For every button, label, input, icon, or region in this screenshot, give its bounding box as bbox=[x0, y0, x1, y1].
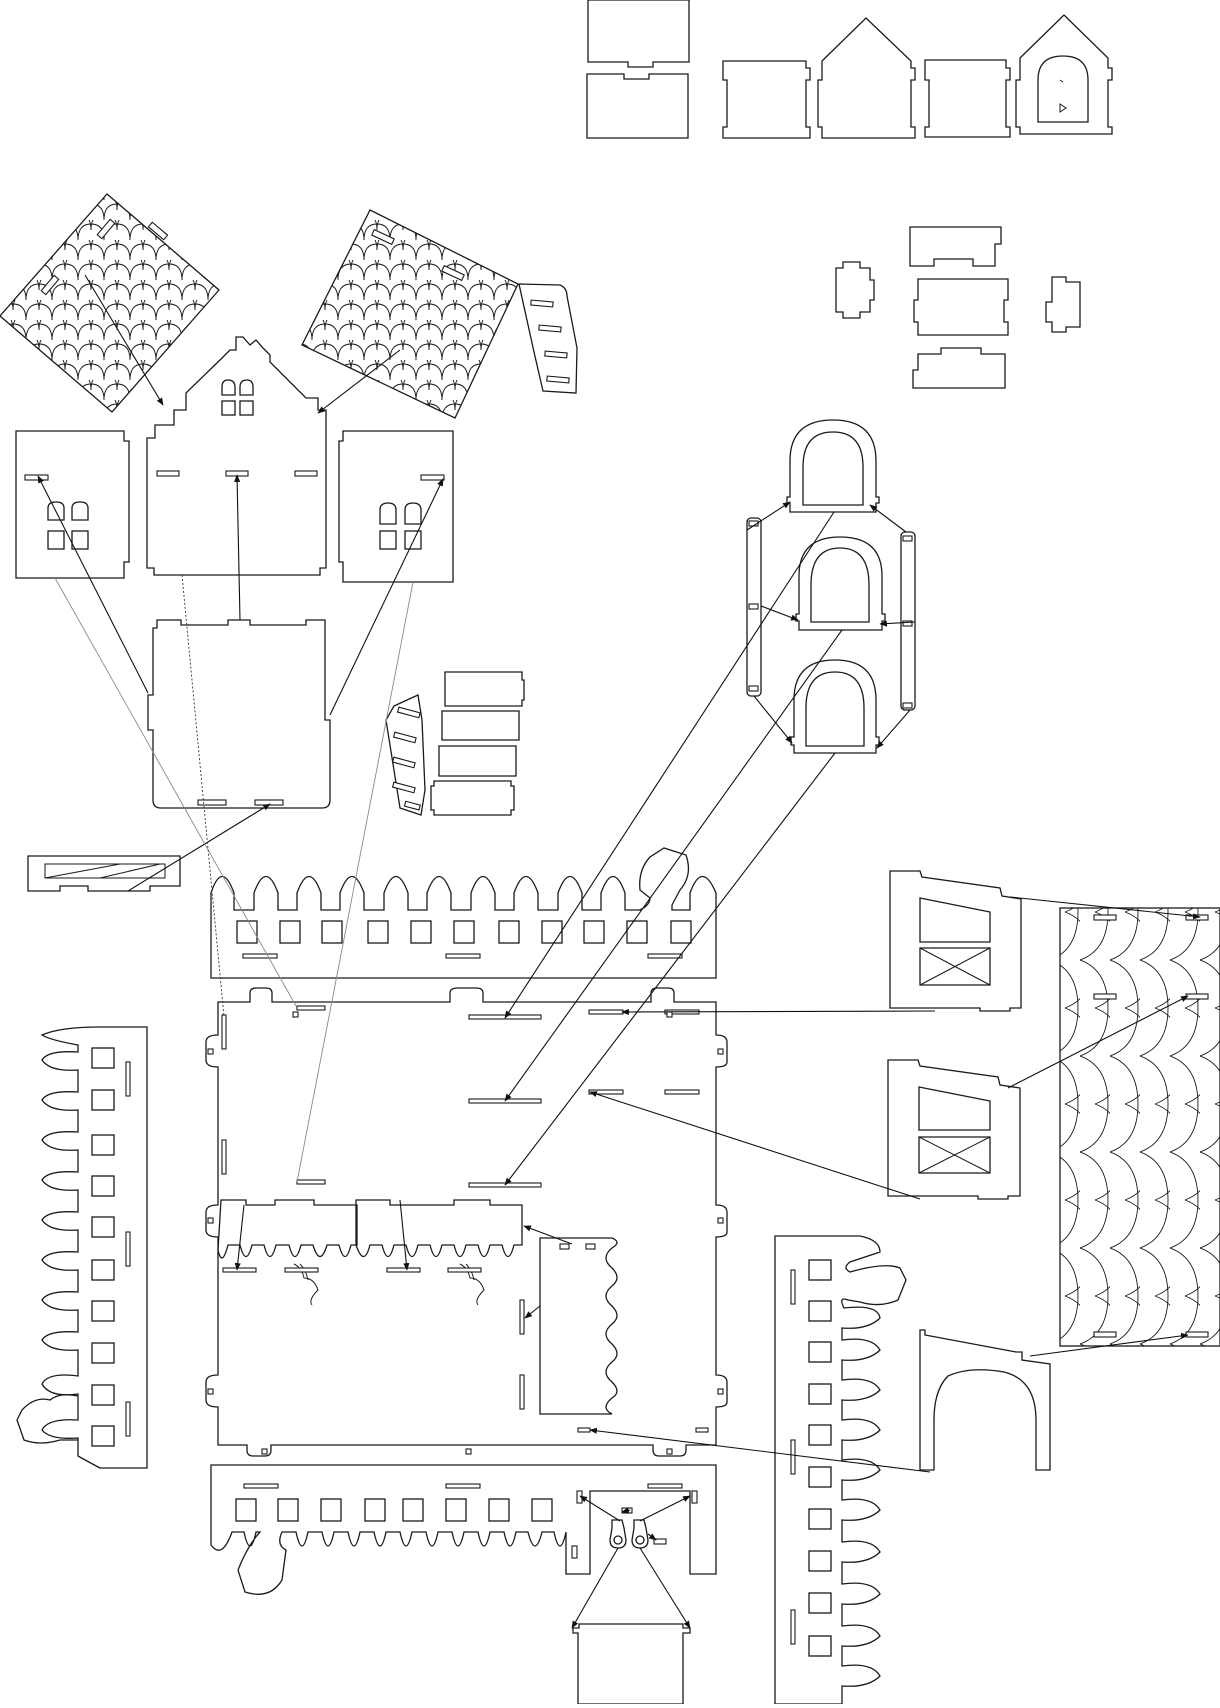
top-box-lid bbox=[586, 0, 690, 139]
small-gable-panel-1 bbox=[817, 17, 916, 139]
alignment-guides bbox=[54, 574, 414, 1183]
gate-side-rails bbox=[746, 517, 916, 711]
ramp-plate bbox=[27, 855, 181, 892]
gate-hinge-parts bbox=[609, 1507, 667, 1549]
battlement-wall-bottom bbox=[210, 1464, 717, 1595]
small-gable-door-panel bbox=[1015, 14, 1113, 135]
castle-base-plate bbox=[205, 987, 728, 1457]
house-side-wall-right bbox=[338, 430, 454, 583]
house-gable-front bbox=[146, 336, 327, 576]
drawbridge-plate bbox=[572, 1623, 691, 1705]
gate-arch-2 bbox=[795, 536, 886, 631]
tower-wall-window-1 bbox=[889, 870, 1022, 1012]
tower-arch-wall bbox=[919, 1329, 1051, 1471]
roof-scale-panel-left bbox=[0, 193, 220, 413]
small-joiner-pieces bbox=[835, 226, 1081, 389]
battlement-wall-right bbox=[774, 1235, 907, 1705]
inner-battlement-strips bbox=[217, 1199, 523, 1306]
house-side-wall-left bbox=[15, 430, 130, 579]
battlement-wall-left bbox=[16, 1026, 148, 1469]
small-wall-panel-1 bbox=[722, 60, 811, 139]
house-floor-plate bbox=[147, 619, 331, 809]
gate-arch-1 bbox=[786, 419, 880, 513]
gate-arch-3 bbox=[790, 659, 880, 754]
roof-scale-panel-right bbox=[301, 209, 519, 419]
small-tower-wall bbox=[519, 1237, 618, 1415]
tower-wall-window-2 bbox=[887, 1059, 1021, 1200]
battlement-wall-top bbox=[210, 847, 717, 979]
roof-scale-panel-tall bbox=[1059, 907, 1220, 1347]
small-wall-panel-2 bbox=[924, 59, 1011, 138]
tab-strip-pieces bbox=[385, 671, 525, 816]
assembly-arrows bbox=[37, 274, 1201, 1629]
roof-ridge-strip bbox=[518, 283, 578, 394]
